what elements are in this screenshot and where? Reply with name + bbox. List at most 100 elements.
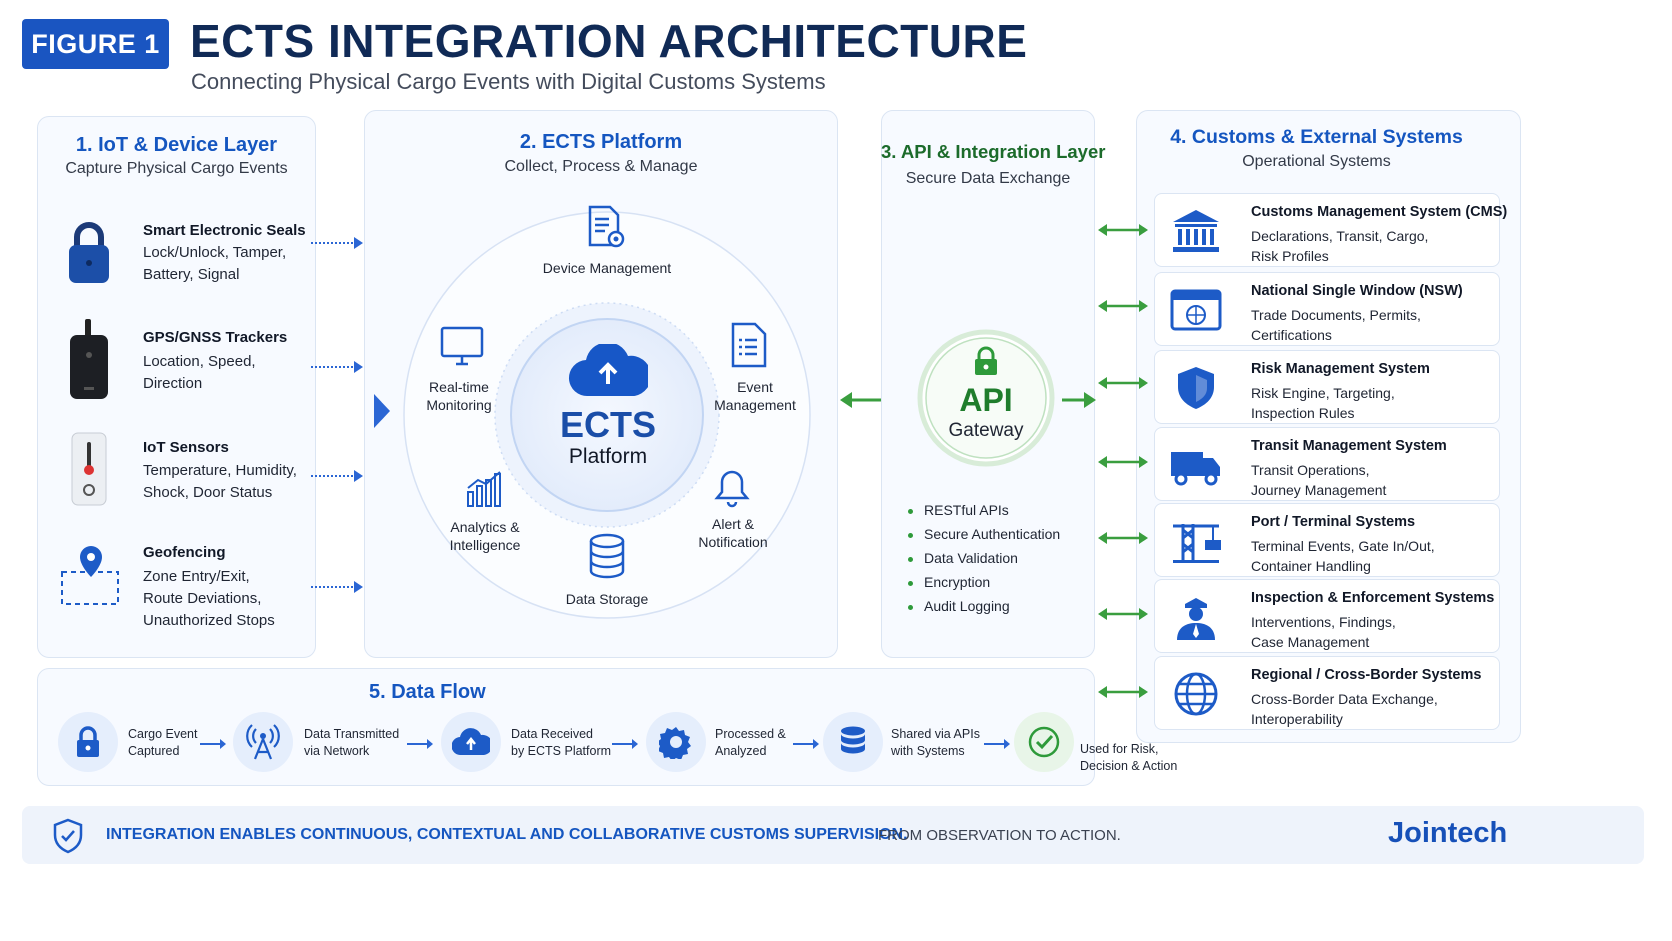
platform-rings: [403, 211, 811, 619]
cloud-upload-icon: [568, 344, 648, 397]
system-card: Risk Management System Risk Engine, Targ…: [1154, 350, 1500, 424]
page-subtitle: Connecting Physical Cargo Events with Di…: [191, 69, 826, 94]
lock-icon: [77, 726, 99, 757]
system-link-arrow: [1098, 377, 1148, 389]
system-link-arrow: [1098, 686, 1148, 698]
analytics-chart-icon: [467, 471, 501, 507]
device-title: IoT Sensors: [143, 439, 229, 456]
iot-layer-title: 1. IoT & Device Layer: [75, 134, 278, 156]
system-desc: Cross-Border Data Exchange,Interoperabil…: [1251, 691, 1438, 727]
api-layer-title: 3. API & Integration Layer: [881, 141, 1106, 162]
iot-layer-subtitle: Capture Physical Cargo Events: [65, 160, 288, 177]
database-icon: [589, 533, 625, 579]
system-desc: Risk Engine, Targeting,Inspection Rules: [1251, 385, 1395, 421]
device-title: GPS/GNSS Trackers: [143, 329, 288, 346]
shield-icon: [1178, 367, 1214, 409]
iot-to-platform-arrow: [311, 581, 363, 593]
system-link-arrow: [1098, 300, 1148, 312]
flow-arrow: [200, 739, 226, 749]
platform-center-title: ECTS: [559, 404, 656, 445]
system-desc: Terminal Events, Gate In/Out,Container H…: [1251, 538, 1435, 574]
padlock-seal-icon: [69, 222, 109, 283]
api-feature: RESTful APIs: [908, 502, 1009, 518]
bell-icon: [714, 470, 750, 508]
system-link-arrow: [1098, 532, 1148, 544]
gps-tracker-icon: [70, 319, 108, 399]
api-feature: Audit Logging: [908, 598, 1010, 614]
system-card: Inspection & Enforcement Systems Interve…: [1154, 579, 1500, 653]
platform-subtitle: Collect, Process & Manage: [504, 158, 698, 175]
device-desc: Zone Entry/Exit,Route Deviations,Unautho…: [143, 568, 275, 629]
api-to-systems-arrow: [1062, 392, 1096, 408]
data-flow-panel: [37, 668, 1095, 786]
customs-subtitle: Operational Systems: [1242, 153, 1391, 170]
truck-icon: [1171, 452, 1220, 486]
api-layer-subtitle: Secure Data Exchange: [905, 170, 1071, 187]
device-desc: Location, Speed,Direction: [143, 353, 256, 392]
database-icon: [841, 726, 865, 754]
system-link-arrow: [1098, 456, 1148, 468]
system-title: Regional / Cross-Border Systems: [1251, 667, 1482, 683]
api-feature: Encryption: [907, 574, 991, 590]
module-label: Device Management: [542, 260, 672, 276]
system-card: National Single Window (NSW) Trade Docum…: [1154, 272, 1500, 346]
system-card: Port / Terminal Systems Terminal Events,…: [1154, 503, 1500, 577]
system-card: Regional / Cross-Border Systems Cross-Bo…: [1154, 656, 1500, 730]
check-circle-icon: [1028, 726, 1060, 758]
device-desc: Temperature, Humidity,Shock, Door Status: [143, 462, 297, 501]
system-link-arrow: [1098, 608, 1148, 620]
module-label: Alert &Notification: [698, 516, 768, 550]
iot-layer-panel: 1. IoT & Device Layer Capture Physical C…: [37, 116, 316, 658]
chevron-right-icon: [374, 394, 390, 428]
system-desc: Declarations, Transit, Cargo,Risk Profil…: [1251, 228, 1429, 264]
api-gateway-subtitle: Gateway: [948, 420, 1024, 441]
system-title: Transit Management System: [1251, 438, 1447, 454]
iot-to-platform-arrow: [311, 470, 363, 482]
system-card: Customs Management System (CMS) Declarat…: [1154, 193, 1507, 267]
system-link-arrow: [1098, 224, 1148, 236]
geofence-pin-icon: [61, 546, 119, 605]
government-building-icon: [1173, 210, 1219, 252]
device-desc: Lock/Unlock, Tamper,Battery, Signal: [143, 244, 287, 283]
cloud-upload-icon: [452, 728, 490, 756]
footer-statement: INTEGRATION ENABLES CONTINUOUS, CONTEXTU…: [106, 826, 908, 843]
system-title: Port / Terminal Systems: [1251, 514, 1416, 530]
lock-icon: [975, 346, 997, 375]
port-crane-icon: [1173, 524, 1221, 563]
event-document-icon: [731, 322, 767, 368]
api-feature: Secure Authentication: [907, 526, 1061, 542]
page-title: ECTS INTEGRATION ARCHITECTURE: [190, 15, 1028, 67]
api-gateway-circle: [917, 329, 1055, 467]
data-flow-title: 5. Data Flow: [369, 681, 486, 703]
flow-step-icon: [823, 712, 883, 772]
flow-step-icon: [58, 712, 118, 772]
flow-step-icon: [1014, 712, 1074, 772]
flow-step-icon: [233, 712, 293, 772]
module-label: Analytics &Intelligence: [449, 519, 521, 553]
flow-step-icon: [646, 712, 706, 772]
system-desc: Trade Documents, Permits,Certifications: [1251, 307, 1421, 343]
system-title: Customs Management System (CMS): [1251, 204, 1508, 220]
gear-icon: [659, 727, 691, 759]
footer-bar: [22, 806, 1644, 864]
api-gateway-title: API: [959, 382, 1013, 418]
system-title: National Single Window (NSW): [1251, 283, 1463, 299]
footer-tagline: FROM OBSERVATION TO ACTION.: [878, 827, 1121, 844]
system-title: Inspection & Enforcement Systems: [1251, 590, 1495, 606]
device-title: Smart Electronic Seals: [143, 222, 306, 239]
figure-badge: FIGURE 1: [22, 19, 169, 69]
platform-center-subtitle: Platform: [568, 445, 648, 468]
flow-arrow: [984, 739, 1010, 749]
module-label: Data Storage: [565, 591, 649, 607]
device-title: Geofencing: [143, 544, 226, 561]
customs-title: 4. Customs & External Systems: [1170, 126, 1463, 148]
system-desc: Interventions, Findings,Case Management: [1251, 614, 1396, 650]
brand-logo: Jointech: [1388, 817, 1508, 849]
officer-icon: [1177, 598, 1215, 640]
system-desc: Transit Operations,Journey Management: [1251, 462, 1387, 498]
